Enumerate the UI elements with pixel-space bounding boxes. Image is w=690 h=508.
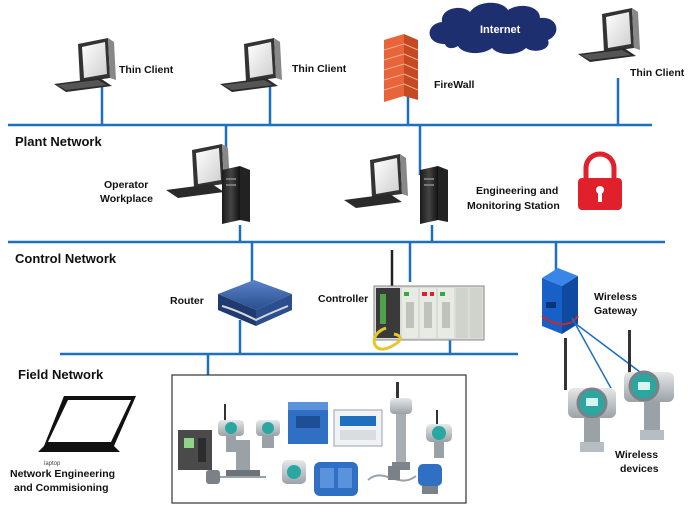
field-transmitter-icon[interactable] bbox=[418, 464, 442, 494]
wireless-gateway-icon[interactable] bbox=[541, 268, 579, 334]
field-blue-housing-icon[interactable] bbox=[314, 462, 358, 496]
controller-icon[interactable] bbox=[372, 250, 485, 351]
engineering-label-line1: Engineering and bbox=[476, 185, 558, 197]
field-transmitter-icon[interactable] bbox=[426, 410, 452, 458]
internet-cloud-icon[interactable] bbox=[429, 2, 557, 54]
controller-label: Controller bbox=[318, 293, 368, 305]
thin-client-label-2: Thin Client bbox=[292, 63, 347, 75]
operator-monitor-icon[interactable] bbox=[166, 144, 230, 198]
thin-client-icon[interactable] bbox=[220, 38, 282, 92]
lock-icon bbox=[578, 151, 622, 210]
thin-client-label-3: Thin Client bbox=[630, 67, 685, 79]
engineering-monitor-icon[interactable] bbox=[344, 154, 408, 208]
internet-label: Internet bbox=[480, 24, 521, 36]
wireless-devices-label-line2: devices bbox=[620, 463, 659, 475]
field-devices-icons bbox=[178, 382, 452, 496]
control-network-label: Control Network bbox=[15, 251, 117, 266]
firewall-icon[interactable] bbox=[383, 34, 419, 102]
field-display-module-icon[interactable] bbox=[333, 409, 383, 447]
field-blue-module-icon[interactable] bbox=[288, 402, 328, 444]
thin-client-icon[interactable] bbox=[578, 8, 640, 62]
network-lines bbox=[8, 78, 665, 375]
operator-tower-icon[interactable] bbox=[222, 166, 250, 224]
field-sensor-icon[interactable] bbox=[206, 470, 266, 484]
gateway-label-line1: Wireless bbox=[594, 291, 637, 303]
field-cable-sensor-icon[interactable] bbox=[367, 466, 417, 482]
router-label: Router bbox=[170, 295, 204, 307]
wireless-transmitter-icon[interactable] bbox=[564, 338, 616, 452]
wireless-devices-label-line1: Wireless bbox=[615, 449, 658, 461]
plant-network-label: Plant Network bbox=[15, 134, 102, 149]
laptop-label-line1: Network Engineering bbox=[10, 468, 115, 480]
thin-client-icon[interactable] bbox=[54, 38, 116, 92]
engineering-tower-icon[interactable] bbox=[420, 166, 448, 224]
laptop-small-label: laptop bbox=[44, 461, 61, 467]
field-flow-meter-icon[interactable] bbox=[390, 382, 412, 470]
operator-label-line2: Workplace bbox=[100, 193, 153, 205]
field-io-module-icon[interactable] bbox=[178, 430, 212, 470]
router-icon[interactable] bbox=[218, 280, 292, 326]
laptop-icon[interactable] bbox=[38, 396, 136, 452]
field-transmitter-icon[interactable] bbox=[218, 404, 244, 452]
field-network-label: Field Network bbox=[18, 367, 104, 382]
wireless-transmitter-icon[interactable] bbox=[624, 330, 674, 440]
engineering-label-line2: Monitoring Station bbox=[467, 200, 560, 212]
field-valve-icon[interactable] bbox=[226, 440, 260, 478]
thin-client-label-1: Thin Client bbox=[119, 64, 174, 76]
laptop-label-line2: and Commisioning bbox=[14, 482, 109, 494]
operator-label-line1: Operator bbox=[104, 179, 148, 191]
firewall-label: FireWall bbox=[434, 79, 475, 91]
field-transmitter-icon[interactable] bbox=[282, 460, 306, 484]
field-transmitter-icon[interactable] bbox=[256, 420, 280, 448]
gateway-label-line2: Gateway bbox=[594, 305, 637, 317]
